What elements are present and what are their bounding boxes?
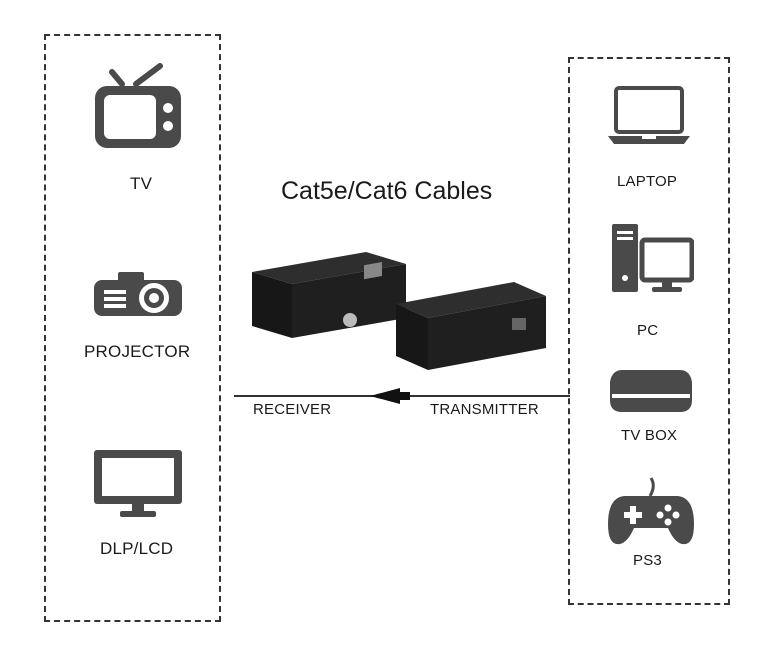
tv-label: TV [130,174,153,193]
receiver-label: RECEIVER [253,401,332,418]
source-devices-box [568,57,730,605]
tv-box-label: TV BOX [621,427,678,444]
monitor-device [92,448,184,520]
laptop-label: LAPTOP [617,173,678,190]
pc-label: PC [637,322,659,339]
projector-device [92,270,184,320]
arrow-left-icon [370,388,400,404]
display-devices-box [44,34,221,622]
receiver-unit [252,252,406,338]
gamepad-device [606,476,696,548]
extender-units [252,252,546,370]
diagram-title: Cat5e/Cat6 Cables [281,177,493,205]
connection-line [234,388,570,404]
pc-device [608,222,694,296]
projector-icon [94,272,182,316]
laptop-icon [608,86,690,144]
laptop-device [606,86,692,146]
dlp-lcd-label: DLP/LCD [100,539,174,558]
gamepad-icon [608,477,694,545]
tv-box-icon [610,370,692,412]
pc-icon [612,224,694,292]
transmitter-unit [396,282,546,370]
tv-box-device [608,366,694,416]
projector-label: PROJECTOR [84,342,191,361]
monitor-icon [94,450,182,517]
tv-device [92,62,184,154]
ps3-label: PS3 [633,552,662,569]
tv-icon [95,63,181,148]
transmitter-label: TRANSMITTER [430,401,539,418]
